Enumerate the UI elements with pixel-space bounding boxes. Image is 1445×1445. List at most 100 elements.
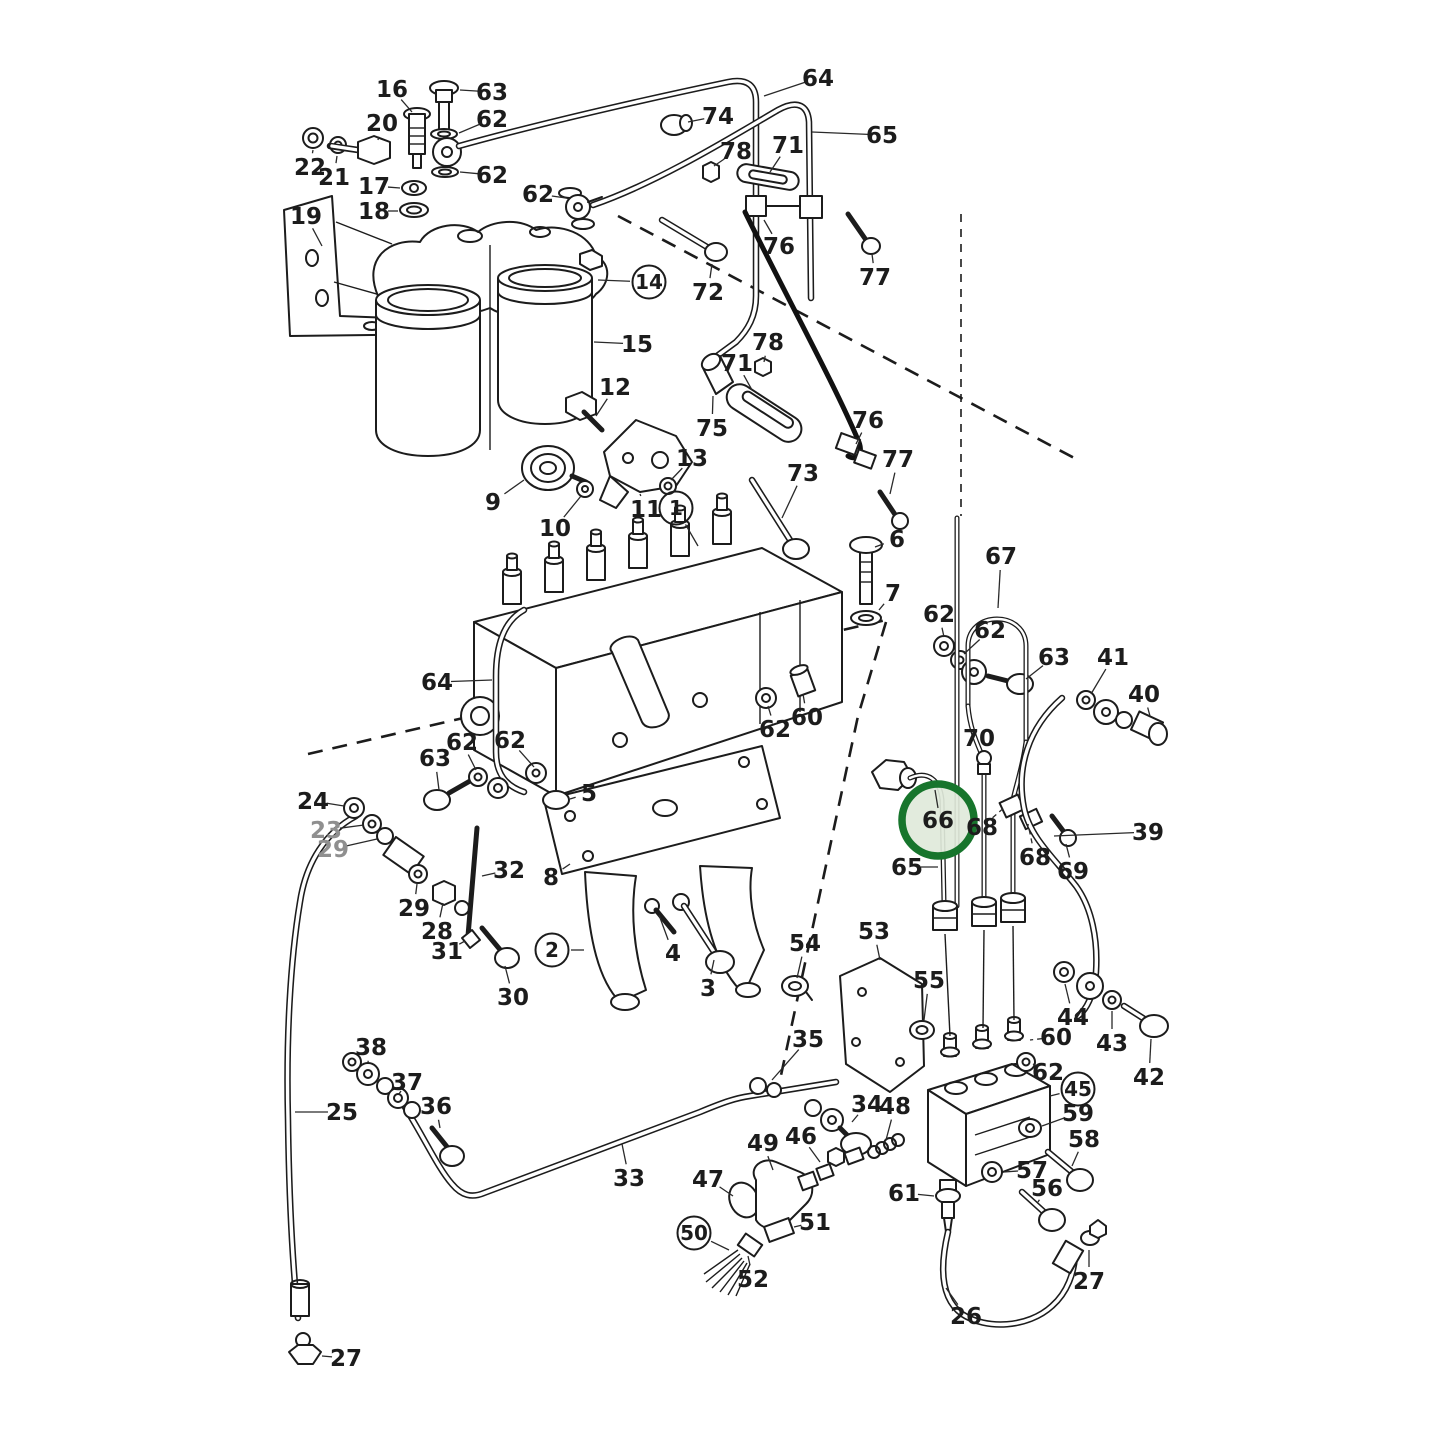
part-label-62: 62 <box>476 107 508 133</box>
label-circle-1 <box>658 490 694 526</box>
part-label-31: 31 <box>431 939 463 965</box>
part-label-56: 56 <box>1031 1176 1063 1202</box>
leader-line-72 <box>709 263 713 279</box>
mid-link-parts <box>700 352 909 560</box>
part-label-21: 21 <box>318 165 350 191</box>
banjo-fitting-62 <box>558 187 603 230</box>
leader-line-49 <box>767 1155 774 1171</box>
part-label-16: 16 <box>376 77 408 103</box>
cover-plate-53 <box>781 957 935 1093</box>
part-label-62: 62 <box>522 182 554 208</box>
part-label-24: 24 <box>297 789 329 815</box>
leader-line-13 <box>670 467 683 481</box>
leader-line-71 <box>743 374 753 391</box>
leader-line-62 <box>767 705 772 716</box>
leader-line-77 <box>889 472 896 495</box>
injection-pump-1 <box>423 492 883 811</box>
hose-26 <box>939 1219 1107 1328</box>
leader-line-76 <box>855 432 863 445</box>
part-label-57: 57 <box>1016 1158 1048 1184</box>
leader-line-9 <box>504 479 525 495</box>
part-label-37: 37 <box>391 1070 423 1096</box>
part-label-41: 41 <box>1097 645 1129 671</box>
leader-line-22 <box>311 149 314 154</box>
leader-line-53 <box>876 944 881 961</box>
part-label-14: 14 <box>635 270 663 294</box>
leader-line-1 <box>684 524 699 547</box>
leader-line-77 <box>871 253 874 264</box>
part-label-50: 50 <box>680 1221 708 1245</box>
leader-line-17 <box>387 186 401 189</box>
part-label-62: 62 <box>494 728 526 754</box>
part-label-69: 69 <box>1057 859 1089 885</box>
leader-line-62 <box>1032 1063 1036 1066</box>
leader-line-60 <box>1029 1037 1043 1041</box>
leader-line-28 <box>439 902 444 918</box>
part-label-4: 4 <box>665 941 681 967</box>
leader-line-8 <box>562 863 571 870</box>
fuel-filter-cartridge-right-15 <box>497 264 593 425</box>
part-label-44: 44 <box>1057 1005 1089 1031</box>
fuel-pipe-65 <box>589 101 815 302</box>
leader-line-37 <box>398 1090 402 1095</box>
part-label-28: 28 <box>421 919 453 945</box>
leader-line-48 <box>885 1119 893 1141</box>
part-label-7: 7 <box>885 581 901 607</box>
part-label-60: 60 <box>1040 1025 1072 1051</box>
leader-line-62 <box>467 754 477 771</box>
leader-line-51 <box>793 1224 802 1228</box>
part-label-29: 29 <box>398 896 430 922</box>
part-label-63: 63 <box>1038 645 1070 671</box>
leader-line-58 <box>1071 1151 1079 1167</box>
part-label-27: 27 <box>330 1346 362 1372</box>
part-label-60: 60 <box>791 705 823 731</box>
part-label-22: 22 <box>294 155 326 181</box>
part-label-67: 67 <box>985 544 1017 570</box>
pipe-clamp-74-78-71-76-77 <box>658 114 881 262</box>
part-label-77: 77 <box>882 447 914 473</box>
part-label-62: 62 <box>759 717 791 743</box>
leader-line-64 <box>763 81 805 97</box>
part-label-77: 77 <box>859 265 891 291</box>
part-label-15: 15 <box>621 332 653 358</box>
leader-line-65 <box>811 131 869 136</box>
part-label-43: 43 <box>1096 1031 1128 1057</box>
leader-line-3 <box>710 959 715 975</box>
leader-line-78 <box>763 355 766 363</box>
leader-line-62 <box>518 750 535 768</box>
leader-line-56 <box>1037 1199 1040 1203</box>
part-label-62: 62 <box>476 163 508 189</box>
label-circle-2 <box>534 932 570 968</box>
leader-line-21 <box>335 155 338 164</box>
leader-line-54 <box>796 956 803 979</box>
part-label-65: 65 <box>891 855 923 881</box>
leader-line-10 <box>563 495 582 518</box>
leader-line-57 <box>1003 1170 1019 1173</box>
part-label-17: 17 <box>358 174 390 200</box>
leader-line-33 <box>621 1143 627 1165</box>
leader-line-69 <box>1065 843 1071 858</box>
leader-line-45 <box>1049 1092 1060 1097</box>
leader-line-36 <box>437 1119 441 1129</box>
part-label-51: 51 <box>799 1210 831 1236</box>
leader-line-63 <box>436 771 440 791</box>
leader-line-32 <box>481 872 496 877</box>
part-label-62: 62 <box>923 602 955 628</box>
part-label-47: 47 <box>692 1167 724 1193</box>
leader-line-62 <box>941 627 945 638</box>
part-label-45: 45 <box>1064 1077 1092 1101</box>
leader-line-6 <box>874 543 885 548</box>
leader-line-41 <box>1090 668 1107 695</box>
part-label-5: 5 <box>581 781 597 807</box>
leader-line-12 <box>595 398 608 417</box>
leader-line-20 <box>377 136 380 141</box>
leader-line-46 <box>808 1146 821 1163</box>
part-label-76: 76 <box>852 408 884 434</box>
part-label-2: 2 <box>545 938 559 962</box>
part-label-74: 74 <box>702 104 734 130</box>
leader-line-47 <box>719 1186 734 1197</box>
part-label-48: 48 <box>879 1094 911 1120</box>
leader-line-50 <box>710 1240 730 1251</box>
leader-line-35 <box>771 1049 800 1081</box>
